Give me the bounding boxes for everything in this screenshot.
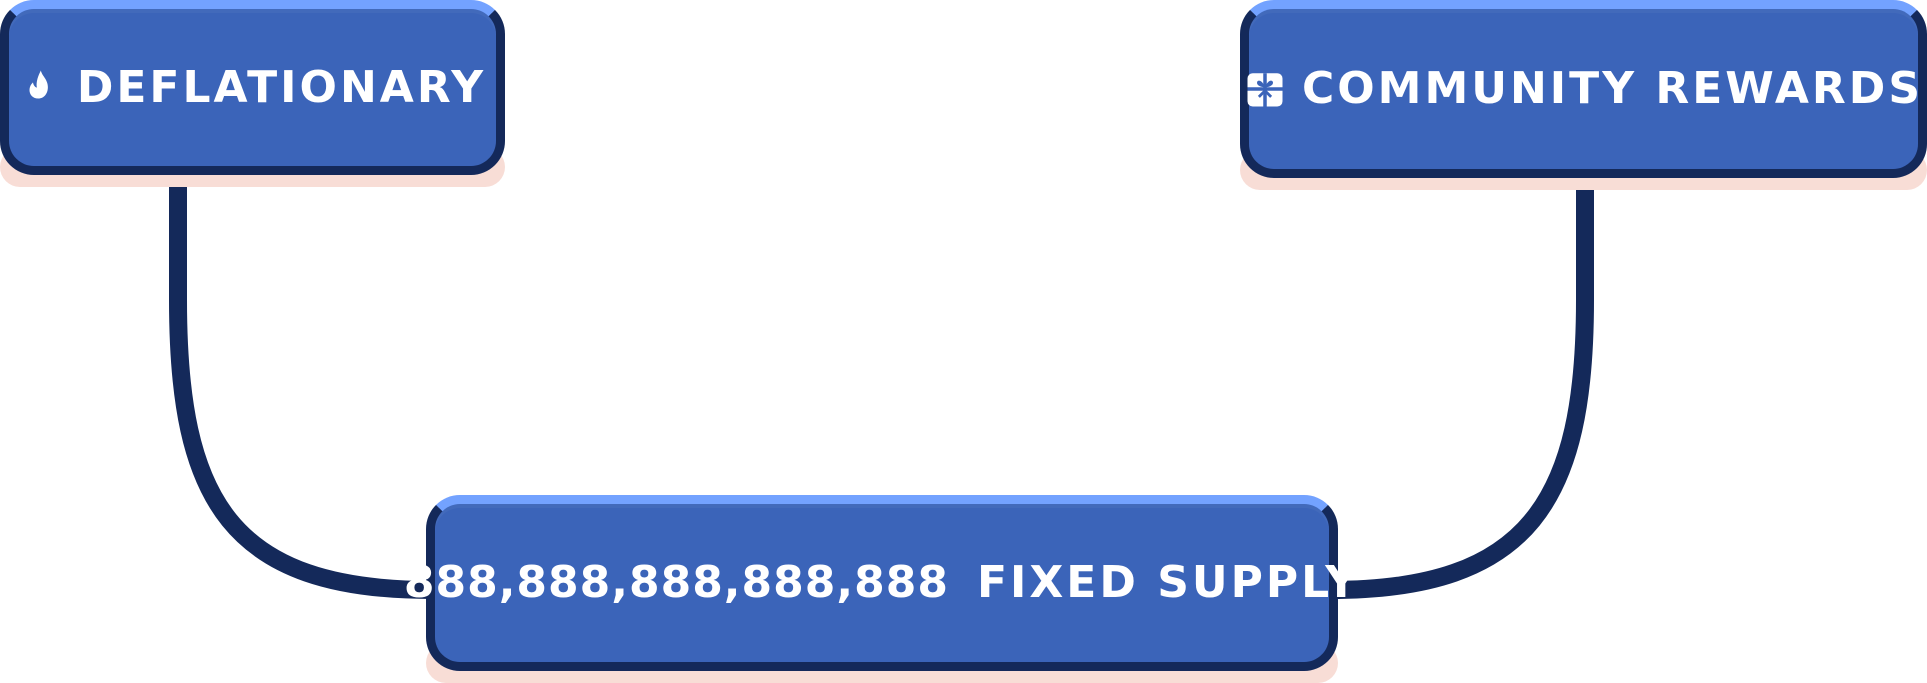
node-community-rewards-box: COMMUNITY REWARDS <box>1240 0 1927 178</box>
gift-icon <box>1244 68 1286 110</box>
flame-icon <box>19 67 61 109</box>
supply-row: 888,888,888,888,888 FIXED SUPPLY <box>404 561 1360 605</box>
connector-community-to-supply <box>1329 172 1594 599</box>
node-deflationary-box: DEFLATIONARY <box>0 0 505 175</box>
node-deflationary: DEFLATIONARY <box>0 0 505 187</box>
node-label: FIXED SUPPLY <box>976 557 1361 608</box>
node-label: COMMUNITY REWARDS <box>1301 63 1924 114</box>
node-community-rewards: COMMUNITY REWARDS <box>1240 0 1927 190</box>
connector-deflationary-to-supply <box>169 168 433 599</box>
node-fixed-supply-box: 888,888,888,888,888 FIXED SUPPLY <box>404 495 1357 671</box>
node-fixed-supply: 888,888,888,888,888 FIXED SUPPLY <box>404 495 1357 683</box>
node-label: DEFLATIONARY <box>76 61 487 113</box>
supply-value: 888,888,888,888,888 <box>403 557 949 608</box>
